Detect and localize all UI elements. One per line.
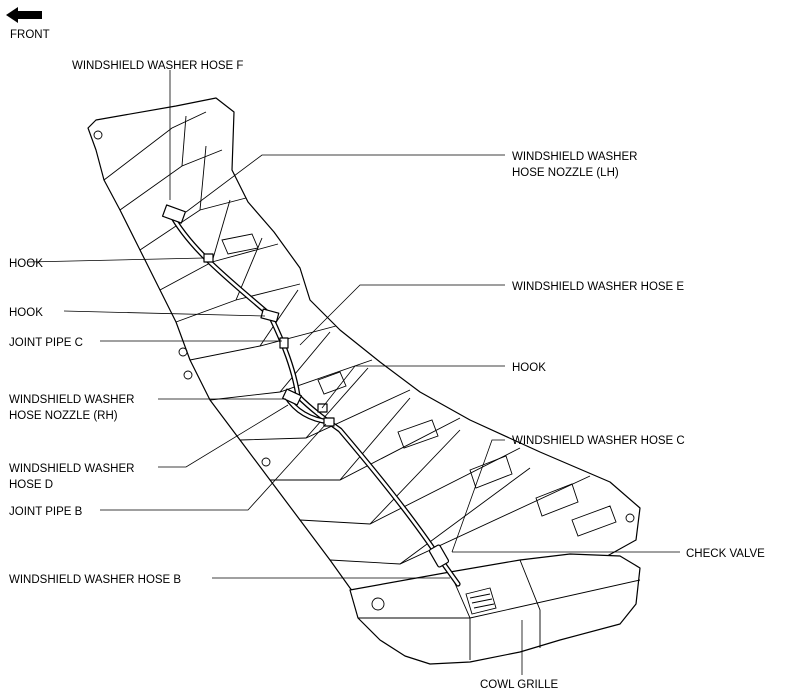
joint-pipe-b-fitting <box>323 417 335 427</box>
label-cowl-grille: COWL GRILLE <box>480 679 559 691</box>
label-hose-c: WINDSHIELD WASHER HOSE C <box>512 435 685 447</box>
label-hose-d-line2: HOSE D <box>9 479 53 491</box>
label-check-valve: CHECK VALVE <box>686 548 765 560</box>
front-label: FRONT <box>10 29 50 41</box>
washer-hose <box>161 204 461 587</box>
hook-clip-1 <box>203 253 214 263</box>
label-hose-b: WINDSHIELD WASHER HOSE B <box>9 574 181 586</box>
label-hook-1: HOOK <box>9 258 43 270</box>
label-nozzle-rh-line2: HOSE NOZZLE (RH) <box>9 410 118 422</box>
hose-nozzle-lh <box>161 204 187 224</box>
label-nozzle-lh-line1: WINDSHIELD WASHER <box>512 151 637 163</box>
label-nozzle-lh-line2: HOSE NOZZLE (LH) <box>512 167 619 179</box>
hose-nozzle-rh <box>282 388 302 406</box>
label-joint-pipe-c: JOINT PIPE C <box>9 337 83 349</box>
arrow-left-icon <box>6 7 42 23</box>
label-joint-pipe-b: JOINT PIPE B <box>9 506 83 518</box>
label-hook-2: HOOK <box>9 307 43 319</box>
part-labels: WINDSHIELD WASHER HOSE F WINDSHIELD WASH… <box>9 60 765 691</box>
label-nozzle-rh-line1: WINDSHIELD WASHER <box>9 394 134 406</box>
front-indicator: FRONT <box>6 7 50 41</box>
leader-lines <box>27 70 680 675</box>
label-hose-f: WINDSHIELD WASHER HOSE F <box>72 60 243 72</box>
label-hook-3: HOOK <box>512 362 546 374</box>
label-hose-e: WINDSHIELD WASHER HOSE E <box>512 281 684 293</box>
cowl-panel <box>87 97 641 649</box>
hook-clip-2 <box>260 308 280 323</box>
joint-pipe-c-fitting <box>279 337 289 349</box>
cowl-grille <box>349 553 641 665</box>
check-valve-body <box>428 544 450 568</box>
label-hose-d-line1: WINDSHIELD WASHER <box>9 463 134 475</box>
